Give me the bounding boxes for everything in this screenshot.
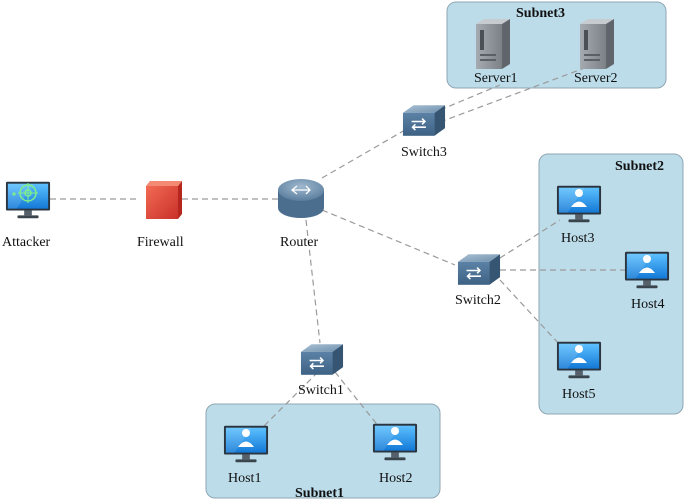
host3-user-icon <box>556 185 602 223</box>
server2-label: Server2 <box>574 71 618 86</box>
switch1-label: Switch1 <box>298 383 344 398</box>
router-icon <box>278 179 324 218</box>
attacker-monitor-icon <box>5 181 51 219</box>
link-switch1-host1 <box>259 371 319 431</box>
server1-node[interactable]: Server1 <box>474 19 518 86</box>
host4-node[interactable]: Host4 <box>624 251 670 312</box>
switch2-label: Switch2 <box>455 293 501 308</box>
link-router-switch2 <box>321 209 456 266</box>
firewall-node[interactable]: Firewall <box>137 181 184 250</box>
host3-node[interactable]: Host3 <box>556 185 602 246</box>
server1-icon <box>476 19 510 69</box>
switch2-node[interactable]: Switch2 <box>455 253 501 308</box>
subnet2-title: Subnet2 <box>615 159 664 174</box>
links <box>50 65 625 431</box>
switch3-node[interactable]: Switch3 <box>401 104 447 160</box>
router-node[interactable]: Router <box>278 179 324 250</box>
host5-node[interactable]: Host5 <box>556 341 602 402</box>
router-label: Router <box>280 235 318 250</box>
attacker-label: Attacker <box>2 235 51 250</box>
switch3-label: Switch3 <box>401 145 447 160</box>
switch3-icon <box>402 104 446 137</box>
host1-node[interactable]: Host1 <box>223 425 269 486</box>
firewall-label: Firewall <box>137 235 184 250</box>
subnet1-title: Subnet1 <box>295 486 344 501</box>
host1-user-icon <box>223 425 269 463</box>
host5-user-icon <box>556 341 602 379</box>
host4-user-icon <box>624 251 670 289</box>
link-router-switch1 <box>305 219 321 344</box>
link-switch3-server2 <box>439 65 591 123</box>
link-switch2-host3 <box>499 219 561 259</box>
host4-label: Host4 <box>631 297 664 312</box>
host2-node[interactable]: Host2 <box>372 423 418 486</box>
link-switch1-host2 <box>334 371 381 429</box>
server1-label: Server1 <box>474 71 518 86</box>
link-switch2-host5 <box>499 279 561 346</box>
subnet3-title: Subnet3 <box>516 6 565 21</box>
host2-user-icon <box>372 423 418 461</box>
host1-label: Host1 <box>228 471 261 486</box>
firewall-icon <box>146 181 182 219</box>
switch1-icon <box>300 343 344 376</box>
link-router-switch3 <box>321 129 406 179</box>
switch2-icon <box>457 253 501 286</box>
link-switch3-server1 <box>439 84 501 111</box>
server2-node[interactable]: Server2 <box>574 19 618 86</box>
switch1-node[interactable]: Switch1 <box>298 343 344 398</box>
host5-label: Host5 <box>562 387 595 402</box>
server2-icon <box>580 19 614 69</box>
attacker-node[interactable]: Attacker <box>2 181 51 250</box>
host3-label: Host3 <box>561 231 594 246</box>
host2-label: Host2 <box>379 471 412 486</box>
